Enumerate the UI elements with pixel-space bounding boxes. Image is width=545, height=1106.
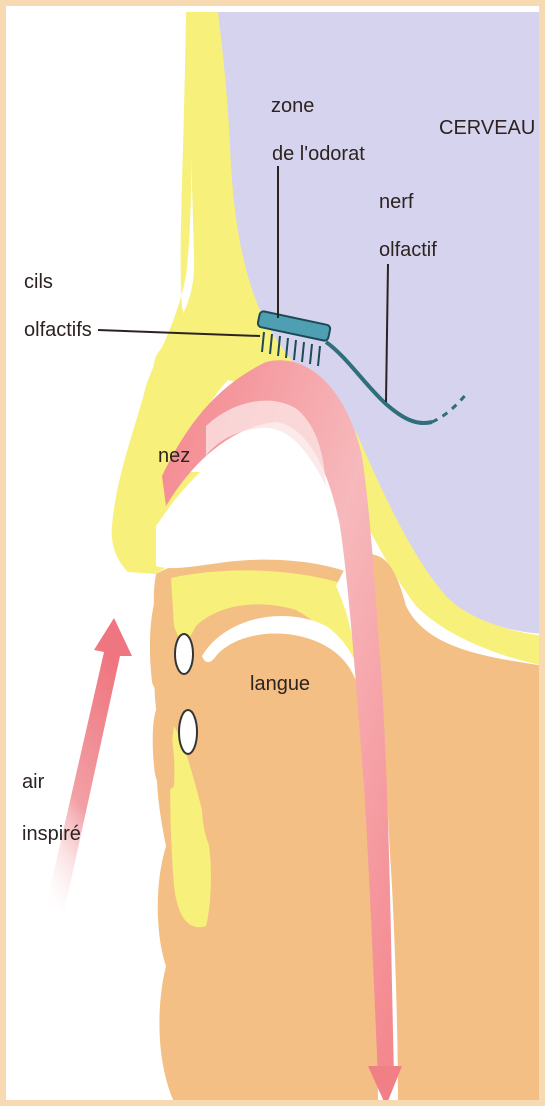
upper-tooth xyxy=(175,634,193,674)
label-nez: nez xyxy=(158,445,190,467)
air-inspire-arrow xyxy=(46,618,132,912)
label-cerveau: CERVEAU xyxy=(439,117,535,139)
label-nerf-line2: olfactif xyxy=(379,239,437,261)
label-air-line1: air xyxy=(22,771,45,793)
label-zone-line1: zone xyxy=(271,95,314,117)
label-nerf-line1: nerf xyxy=(379,191,414,213)
label-cils-line1: cils xyxy=(24,271,53,293)
olfaction-diagram: CERVEAU zone de l'odorat nerf olfactif c… xyxy=(6,6,545,1106)
label-air-line2: inspiré xyxy=(22,823,81,845)
tongue xyxy=(200,626,357,892)
label-cils-line2: olfactifs xyxy=(24,319,92,341)
label-zone-line2: de l'odorat xyxy=(272,143,365,165)
lower-tooth xyxy=(179,710,197,754)
label-langue: langue xyxy=(250,673,310,695)
